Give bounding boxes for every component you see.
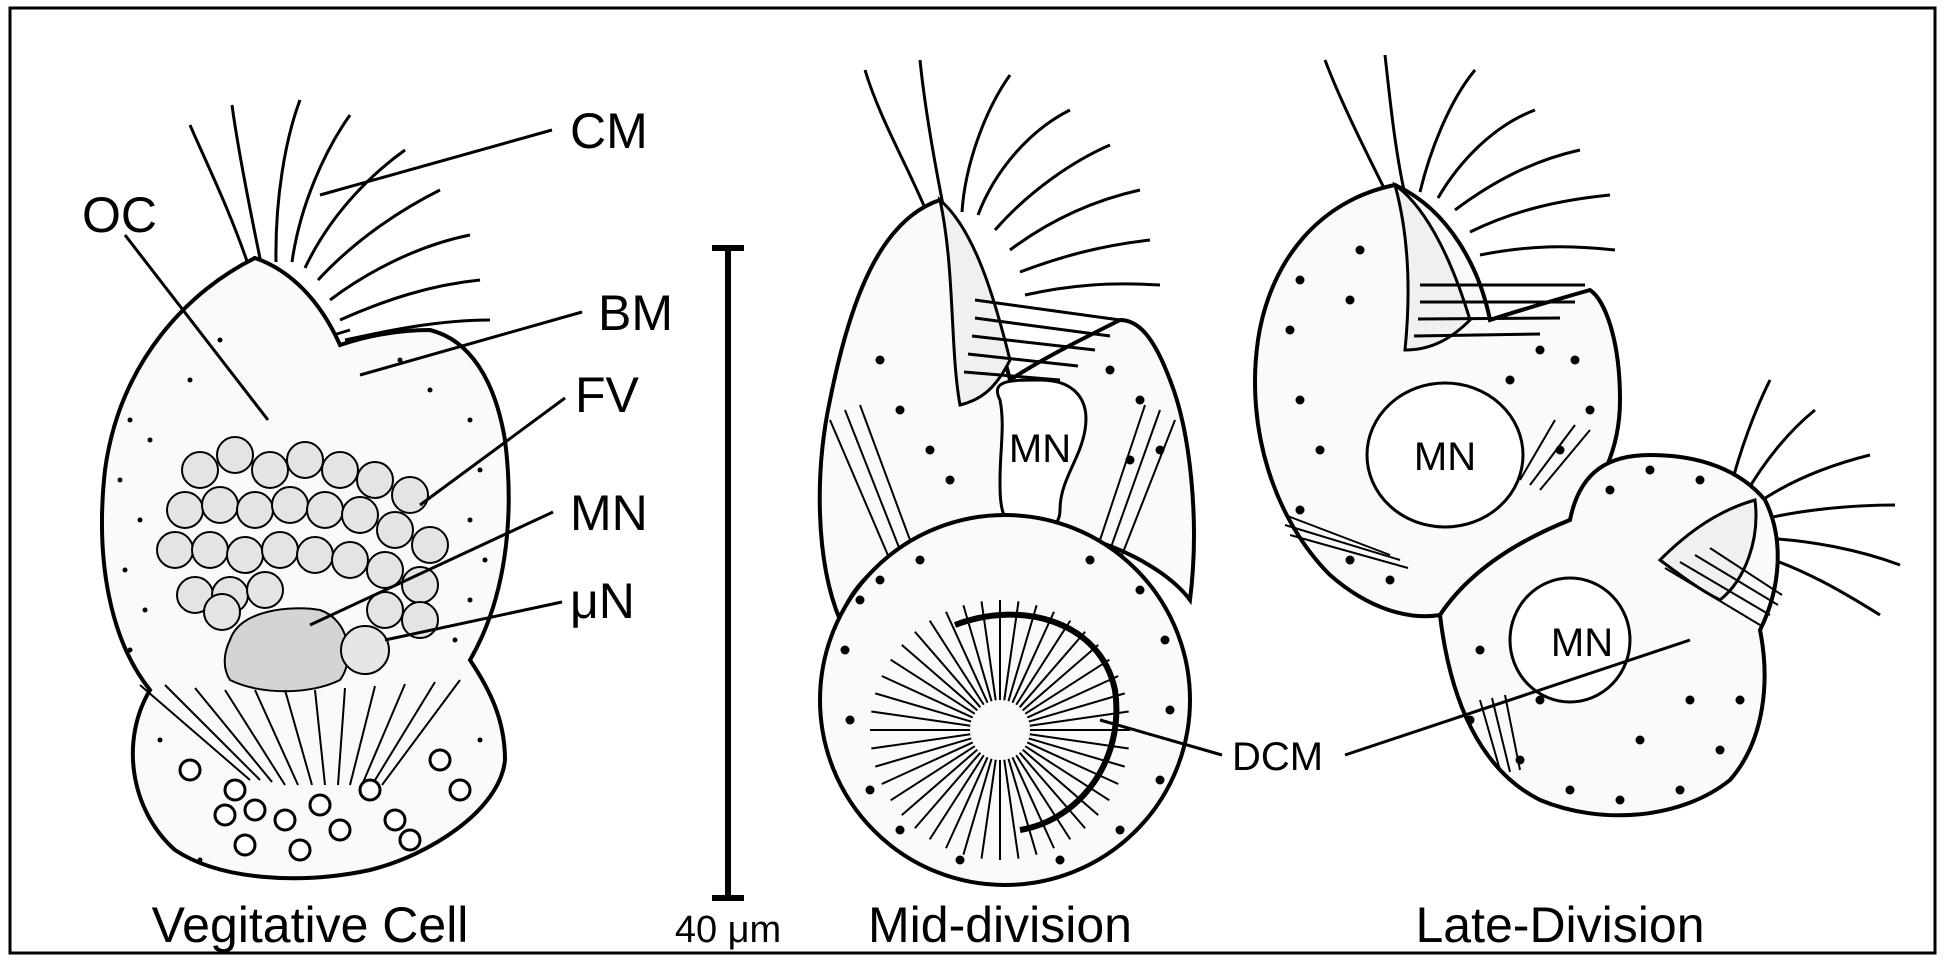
stipple-dot — [1606, 486, 1615, 495]
stipple-dot — [1506, 376, 1515, 385]
stipple-dot — [1696, 476, 1705, 485]
stipple-dot — [1296, 276, 1305, 285]
stipple-dot — [846, 716, 855, 725]
stipple-dot — [1126, 456, 1135, 465]
stipple-dot — [1676, 786, 1685, 795]
vegetative-micronucleus — [341, 626, 389, 674]
stipple-dot — [876, 576, 885, 585]
stipple-dot — [1156, 446, 1165, 455]
stipple-dot — [1476, 646, 1485, 655]
stipple-dot — [1136, 586, 1145, 595]
stipple-dot — [896, 826, 905, 835]
late-division-mn-label-top: MN — [1414, 435, 1476, 479]
stipple-dot — [1566, 786, 1575, 795]
label-fv: FV — [575, 367, 640, 423]
label-bm: BM — [598, 285, 673, 341]
label-cm: CM — [570, 103, 648, 159]
stipple-dot — [1316, 446, 1325, 455]
stipple-dot — [916, 556, 925, 565]
stipple-dot — [1616, 796, 1625, 805]
stipple-dot — [1056, 856, 1065, 865]
stipple-dot — [1346, 556, 1355, 565]
stipple-dot — [1536, 696, 1545, 705]
stipple-dot — [856, 596, 865, 605]
stipple-dot — [1716, 746, 1725, 755]
stipple-dot — [1686, 696, 1695, 705]
stipple-dot — [1556, 446, 1565, 455]
stipple-dot — [1736, 696, 1745, 705]
stipple-dot — [1106, 366, 1115, 375]
stipple-dot — [896, 406, 905, 415]
stipple-dot — [1356, 246, 1365, 255]
stipple-dot — [946, 476, 955, 485]
scale-bar-label: 40 μm — [675, 909, 781, 951]
late-division-mn-label-bottom: MN — [1551, 621, 1613, 665]
stipple-dot — [956, 856, 965, 865]
stipple-dot — [1571, 356, 1580, 365]
stipple-dot — [1296, 396, 1305, 405]
stipple-dot — [1286, 326, 1295, 335]
mid-division-mn-label: MN — [1009, 427, 1071, 471]
stipple-dot — [1586, 406, 1595, 415]
stipple-dot — [1116, 826, 1125, 835]
stipple-dot — [1646, 466, 1655, 475]
stipple-dot — [1636, 736, 1645, 745]
stipple-dot — [1136, 396, 1145, 405]
caption-vegetative-cell: Vegitative Cell — [152, 897, 469, 953]
stipple-dot — [1386, 576, 1395, 585]
label-micronucleus: μN — [570, 573, 635, 629]
stipple-dot — [1161, 636, 1170, 645]
stipple-dot — [1536, 346, 1545, 355]
stipple-dot — [866, 786, 875, 795]
stipple-dot — [1166, 706, 1175, 715]
stipple-dot — [1156, 776, 1165, 785]
stipple-dot — [1346, 296, 1355, 305]
caption-mid-division: Mid-division — [868, 897, 1132, 953]
caption-late-division: Late-Division — [1415, 897, 1704, 953]
label-dcm: DCM — [1232, 735, 1323, 779]
stipple-dot — [1516, 756, 1525, 765]
stipple-dot — [1296, 506, 1305, 515]
label-mn: MN — [570, 485, 648, 541]
label-oc: OC — [82, 187, 157, 243]
stipple-dot — [841, 646, 850, 655]
stipple-dot — [1086, 556, 1095, 565]
stipple-dot — [926, 446, 935, 455]
stipple-dot — [1466, 716, 1475, 725]
stipple-dot — [876, 356, 885, 365]
